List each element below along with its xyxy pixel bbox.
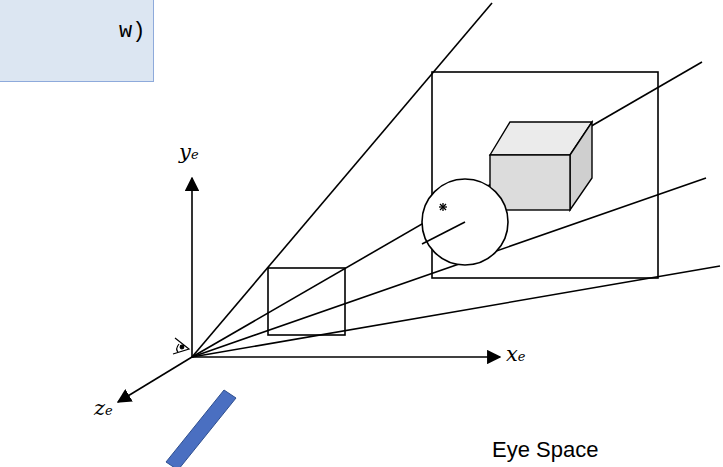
- axes: [118, 178, 500, 402]
- axis-label: xe: [506, 344, 526, 365]
- point-marker: [439, 203, 447, 211]
- box-text: w): [119, 19, 145, 44]
- near-plane: [268, 268, 345, 335]
- axis-label: ze: [94, 398, 113, 419]
- eye-icon: [173, 338, 189, 354]
- axis-label: ye: [179, 142, 199, 163]
- ray-in-sphere: [422, 222, 465, 244]
- view-box: w): [0, 0, 154, 82]
- sphere: [422, 179, 508, 265]
- frustum-rays: [192, 3, 720, 357]
- cube: [490, 122, 592, 210]
- pointer-bar: [166, 390, 236, 467]
- space-caption: Eye Space: [492, 437, 598, 463]
